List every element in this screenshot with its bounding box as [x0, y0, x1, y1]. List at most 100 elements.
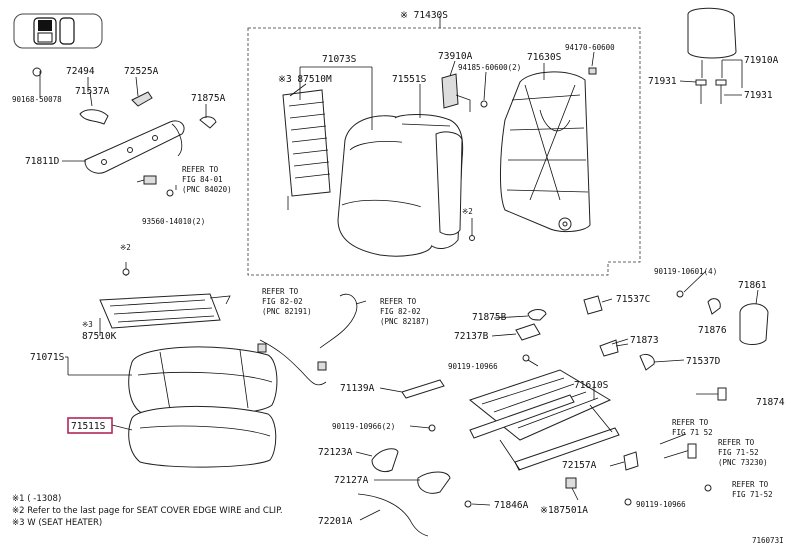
label-71537A[interactable]: 71537A	[75, 86, 110, 97]
footnote-3: ※3 W (SEAT HEATER)	[12, 518, 102, 528]
label-71931-b[interactable]: 71931	[744, 90, 773, 101]
label-71846A[interactable]: 71846A	[494, 500, 529, 511]
label-72494[interactable]: 72494	[66, 66, 95, 77]
label-71875B[interactable]: 71875B	[472, 312, 507, 323]
label-71511S[interactable]: 71511S	[71, 421, 106, 432]
part-72123A	[371, 448, 399, 473]
seat-cushion-pad	[128, 346, 278, 417]
part-71846A	[464, 500, 472, 508]
part-71537C	[583, 295, 603, 315]
seatback-group-outline	[247, 27, 641, 276]
headrest-guide-left	[695, 79, 707, 104]
refer-82-02-b-line3: (PNC 82187)	[380, 317, 430, 326]
refer-82-02-a-line3: (PNC 82191)	[262, 307, 312, 316]
label-93560-14010[interactable]: 93560-14010(2)	[142, 217, 205, 226]
label-72201A[interactable]: 72201A	[318, 516, 353, 527]
leader-lines	[39, 51, 759, 521]
note-marker-x2-right: ※2	[462, 207, 473, 216]
label-71071S[interactable]: 71071S	[30, 352, 65, 363]
refer-82-02-b-line1: REFER TO	[380, 297, 417, 306]
label-71073S[interactable]: 71073S	[322, 54, 357, 65]
label-72127A[interactable]: 72127A	[334, 475, 369, 486]
refer-71-52-a-line1: REFER TO	[672, 418, 709, 427]
seatback-spring-panel	[282, 89, 331, 210]
part-71537D	[639, 353, 655, 371]
figure-id: 716073I	[752, 536, 784, 545]
part-71873	[599, 339, 629, 357]
refer-71-52-c-line1: REFER TO	[732, 480, 769, 489]
part-90119-10966c	[624, 498, 632, 506]
part-71811D	[84, 120, 185, 174]
refer-71-52-b-line1: REFER TO	[718, 438, 755, 447]
refer-84-01-line2[interactable]: FIG 84-01	[182, 175, 223, 184]
label-72525A[interactable]: 72525A	[124, 66, 159, 77]
headrest	[687, 7, 737, 78]
label-90168-50078[interactable]: 90168-50078	[12, 95, 62, 104]
seat-cushion-cover	[128, 405, 277, 468]
label-94185-60600[interactable]: 94185-60600(2)	[458, 63, 521, 72]
label-71430S[interactable]: ※ 71430S	[400, 10, 448, 21]
label-72137B[interactable]: 72137B	[454, 331, 489, 342]
label-94170-60600[interactable]: 94170-60600	[565, 43, 615, 52]
part-71876	[707, 298, 721, 315]
footnote-1: ※1 ( -1308)	[12, 494, 61, 504]
label-72123A[interactable]: 72123A	[318, 447, 353, 458]
refer-84-01-line1: REFER TO	[182, 165, 219, 174]
seatback-cushion	[337, 114, 464, 257]
label-71537D[interactable]: 71537D	[686, 356, 721, 367]
part-73910A	[441, 73, 471, 112]
connector-84020	[136, 175, 157, 185]
seat-track-assembly	[468, 369, 620, 471]
part-72157A	[623, 451, 639, 471]
refer-71-52-c-line2[interactable]: FIG 71-52	[732, 490, 773, 499]
refer-71-52-b-line3: (PNC 73230)	[718, 458, 768, 467]
highlight-71511S[interactable]	[67, 417, 113, 434]
label-90119-10966-a[interactable]: 90119-10966	[448, 362, 498, 371]
label-73910A[interactable]: 73910A	[438, 51, 473, 62]
label-90119-10601[interactable]: 90119-10601(4)	[654, 267, 717, 276]
label-72157A[interactable]: 72157A	[562, 460, 597, 471]
label-71931-a[interactable]: 71931	[648, 76, 677, 87]
refer-71-52-b-line2[interactable]: FIG 71-52	[718, 448, 759, 457]
seatback-frame	[500, 71, 591, 233]
part-71861	[739, 303, 769, 345]
part-72127A	[417, 471, 451, 494]
refer-82-02-a-line1: REFER TO	[262, 287, 299, 296]
label-71811D[interactable]: 71811D	[25, 156, 60, 167]
note-marker-x3: ※3	[82, 320, 93, 329]
label-90119-10966-b[interactable]: 90119-10966(2)	[332, 422, 395, 431]
label-87510K[interactable]: 87510K	[82, 331, 117, 342]
label-71861[interactable]: 71861	[738, 280, 767, 291]
label-71910A[interactable]: 71910A	[744, 55, 779, 66]
label-87510M[interactable]: ※3 87510M	[278, 74, 332, 85]
part-73230	[663, 443, 712, 492]
part-72137B	[515, 323, 541, 362]
seat-cushion-heater-mat	[99, 293, 231, 329]
label-90119-10966-c[interactable]: 90119-10966	[636, 500, 686, 509]
label-71875A[interactable]: 71875A	[191, 93, 226, 104]
label-71873[interactable]: 71873	[630, 335, 659, 346]
label-71551S[interactable]: 71551S	[392, 74, 427, 85]
footnote-2: ※2 Refer to the last page for SEAT COVER…	[12, 506, 283, 516]
label-87501A[interactable]: ※187501A	[540, 505, 588, 516]
part-71537A	[79, 91, 109, 125]
label-71139A[interactable]: 71139A	[340, 383, 375, 394]
part-87501A	[565, 477, 577, 489]
part-71874	[696, 387, 727, 401]
wire-harness	[257, 293, 358, 386]
part-71139A	[401, 379, 445, 399]
label-71610S[interactable]: 71610S	[574, 380, 609, 391]
label-71874[interactable]: 71874	[756, 397, 785, 408]
part-72201A	[357, 493, 429, 537]
refer-71-52-a-line2[interactable]: FIG 71 52	[672, 428, 713, 437]
refer-82-02-a-line2[interactable]: FIG 82-02	[262, 297, 303, 306]
seat-toggle-icon[interactable]	[13, 13, 103, 49]
refer-82-02-b-line2[interactable]: FIG 82-02	[380, 307, 421, 316]
label-71537C[interactable]: 71537C	[616, 294, 650, 305]
label-71876[interactable]: 71876	[698, 325, 727, 336]
part-71875B	[527, 309, 547, 321]
refer-84-01-line3: (PNC 84020)	[182, 185, 232, 194]
label-71630S[interactable]: 71630S	[527, 52, 562, 63]
note-marker-x2-left: ※2	[120, 243, 131, 252]
